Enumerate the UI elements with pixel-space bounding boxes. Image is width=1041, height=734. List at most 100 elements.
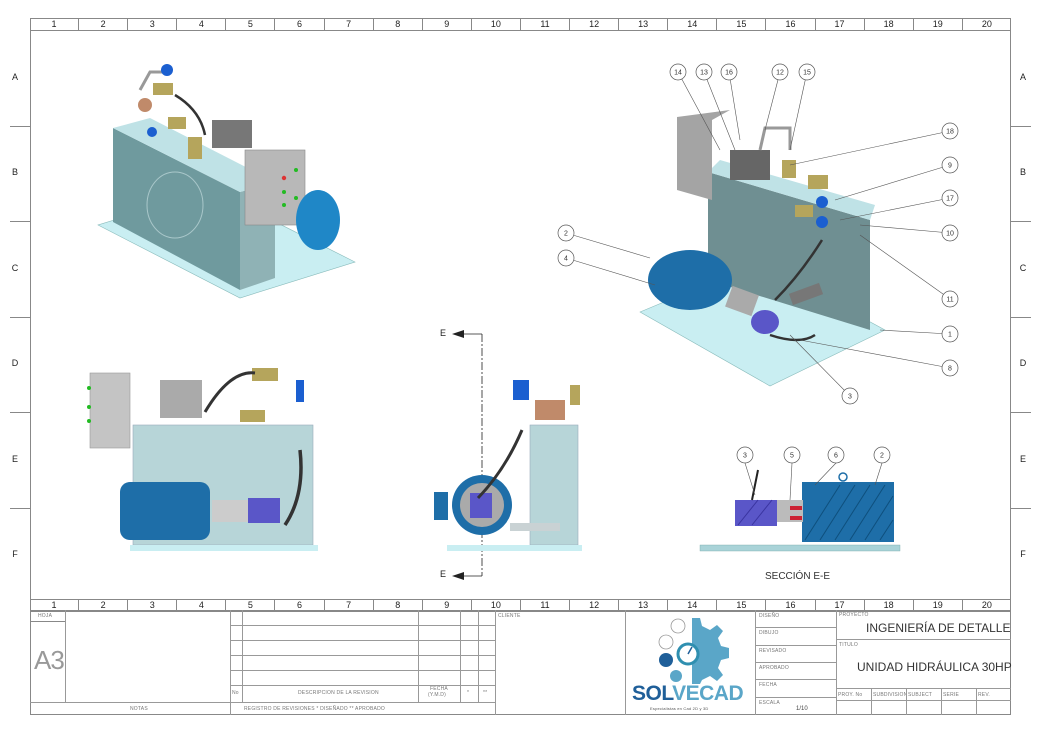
balloon-circle	[669, 63, 687, 81]
part-icon	[659, 653, 673, 667]
column-zone-7: 7	[323, 600, 373, 611]
valve	[161, 64, 173, 76]
divider	[30, 702, 496, 703]
balloon-17: 17	[941, 189, 959, 207]
column-zone-13: 13	[618, 19, 667, 30]
valve-block	[730, 150, 770, 180]
sign-field-dibujo: DIBUJO	[759, 630, 779, 637]
row-zone-tick	[1011, 125, 1031, 127]
hose	[174, 93, 207, 136]
balloon-11: 11	[941, 290, 959, 308]
row-zone-C: C	[1019, 262, 1027, 273]
section-arrowhead-top	[452, 330, 464, 338]
column-zone-8: 8	[372, 19, 422, 30]
balloon-number: 2	[564, 231, 568, 238]
divider	[836, 688, 1011, 689]
leader-line	[565, 232, 651, 259]
divider	[418, 610, 419, 702]
code-1: SUBDIVISION	[873, 692, 908, 698]
column-zone-4: 4	[176, 19, 225, 30]
balloon-circle	[873, 446, 891, 464]
row-zone-C: C	[11, 262, 19, 273]
lifting-eye	[838, 472, 848, 482]
divider	[755, 627, 836, 629]
balloon-4: 4	[557, 249, 575, 267]
balloon-number: 3	[743, 453, 747, 460]
row-zone-tick	[1011, 316, 1031, 318]
sign-field-revisado: REVISADO	[759, 647, 787, 654]
hose	[751, 469, 759, 501]
leader-line	[764, 71, 781, 131]
valve	[816, 196, 828, 208]
hoja-label: HOJA	[38, 613, 53, 619]
balloon-circle	[941, 290, 959, 308]
divider	[625, 610, 626, 715]
proyecto-value: INGENIERÍA DE DETALLE	[866, 621, 1011, 635]
column-zone-8: 8	[372, 600, 422, 611]
balloon-2: 2	[873, 446, 891, 464]
front-view	[87, 368, 318, 551]
notas-label: NOTAS	[130, 706, 148, 712]
column-zone-7: 7	[323, 19, 373, 30]
dimension-icon	[658, 634, 674, 650]
column-zone-1: 1	[51, 19, 57, 29]
balloon-12: 12	[771, 63, 789, 81]
divider	[478, 610, 479, 702]
leader-line	[789, 334, 851, 397]
leader-line	[879, 329, 951, 335]
row-zone-A: A	[11, 71, 18, 82]
column-zone-10: 10	[470, 600, 520, 611]
leader-line	[859, 234, 951, 300]
valve	[513, 380, 529, 400]
electrical-panel	[244, 149, 306, 226]
tool-icon	[670, 670, 682, 682]
leader-line	[677, 71, 721, 151]
leader-line	[859, 224, 951, 234]
code-4: REV.	[978, 692, 991, 698]
row-zone-tick	[10, 316, 30, 318]
balloon-8: 8	[941, 359, 959, 377]
balloon-number: 8	[948, 366, 952, 373]
column-zone-14: 14	[667, 19, 716, 30]
balloon-circle	[941, 189, 959, 207]
row-zone-tick	[1011, 412, 1031, 413]
valve	[296, 380, 304, 402]
base-plate	[130, 545, 318, 551]
balloon-circle	[798, 63, 816, 81]
balloon-14: 14	[669, 63, 687, 81]
valve	[816, 216, 828, 228]
filter	[240, 410, 265, 422]
column-zone-3: 3	[127, 19, 176, 30]
pump-section	[735, 500, 777, 526]
titulo-value: UNIDAD HIDRÁULICA 30HP	[857, 660, 1012, 674]
balloon-16: 16	[720, 63, 738, 81]
coupling-housing	[212, 500, 250, 522]
balloon-circle	[695, 63, 713, 81]
balloon-circle	[771, 63, 789, 81]
column-zone-1: 1	[51, 600, 57, 610]
divider	[65, 610, 66, 702]
balloon-3: 3	[841, 387, 859, 405]
electrical-panel	[677, 110, 730, 200]
sheet-size: A3	[34, 645, 65, 675]
column-zone-19: 19	[912, 19, 962, 30]
divider	[755, 679, 836, 681]
strainer	[788, 282, 824, 306]
balloon-number: 13	[700, 70, 708, 77]
divider	[755, 696, 836, 698]
crosshair-icon	[670, 618, 686, 634]
revision-row-line	[230, 685, 495, 686]
balloon-5: 5	[783, 446, 801, 464]
row-zone-F: F	[12, 549, 18, 560]
filter	[168, 117, 186, 129]
balloon-circle	[941, 325, 959, 343]
manifold	[535, 400, 565, 420]
coupling-insert	[790, 506, 802, 510]
column-zone-5: 5	[225, 19, 274, 30]
logo-tagline: Especialistas en Cad 2D y 3D	[650, 706, 709, 711]
rev-desc-label: DESCRIPCION DE LA REVISION	[298, 690, 379, 696]
